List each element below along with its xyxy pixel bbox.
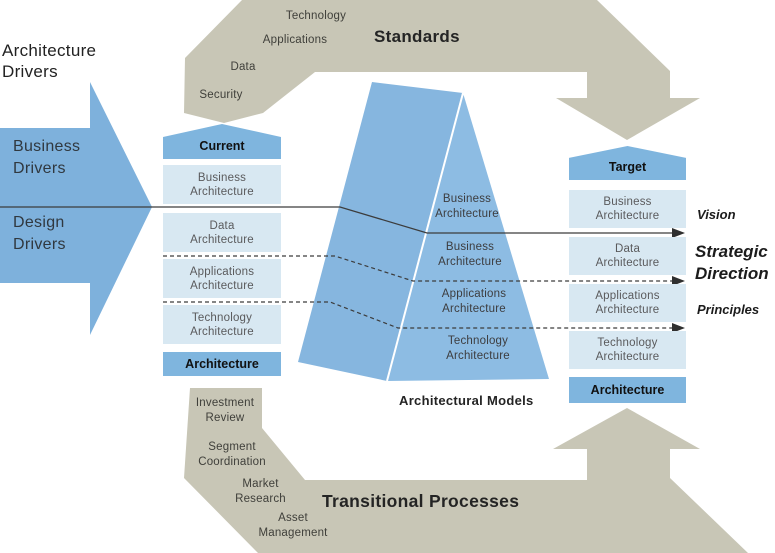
level-line-solid (0, 206, 673, 234)
transitional-arrow-shape (184, 388, 748, 553)
target-row-data-label: Data Architecture (595, 243, 660, 269)
target-row-business-label: Business Architecture (595, 196, 660, 222)
current-row-business: Business Architecture (163, 165, 281, 204)
level-line-dashed-2 (163, 301, 673, 329)
transitional-item-investment-review: Investment Review (195, 397, 255, 424)
current-row-data-label: Data Architecture (190, 219, 254, 246)
target-column-footer: Architecture (569, 377, 686, 403)
architectural-models-title: Architectural Models (399, 393, 534, 408)
current-row-data: Data Architecture (163, 213, 281, 252)
model-row-business-2: Business Architecture (428, 240, 512, 269)
model-row-applications-label: Applications Architecture (441, 288, 507, 315)
model-row-business-1-label: Business Architecture (435, 193, 499, 220)
target-row-applications-label: Applications Architecture (595, 290, 660, 316)
transitional-processes-title: Transitional Processes (322, 491, 520, 511)
level-line-dashed-1-arrowhead (672, 276, 685, 286)
architecture-drivers-label: Architecture Drivers (2, 41, 97, 81)
current-row-business-label: Business Architecture (190, 171, 254, 198)
model-prism-ridge (386, 92, 464, 382)
standards-title: Standards (374, 27, 460, 46)
current-row-applications: Applications Architecture (163, 259, 281, 298)
current-row-technology-label: Technology Architecture (190, 311, 254, 338)
model-prism-left-face (298, 82, 463, 381)
transitional-item-market-research: Market Research (235, 478, 286, 505)
model-prism-right-face (387, 93, 549, 381)
level-line-solid-arrowhead (672, 228, 685, 238)
standards-item-applications: Applications (262, 34, 328, 46)
current-row-applications-label: Applications Architecture (189, 265, 255, 292)
model-row-technology-label: Technology Architecture (446, 335, 510, 362)
standards-arrow-shape (184, 0, 700, 140)
business-drivers-label: Business Drivers (13, 138, 81, 177)
strategic-direction-label: Strategic Direction (695, 242, 769, 283)
level-line-dashed-2-arrowhead (672, 323, 685, 333)
model-row-applications: Applications Architecture (432, 287, 516, 316)
model-row-business-1: Business Architecture (425, 192, 509, 221)
level-line-dashed-1 (163, 255, 673, 282)
standards-item-technology: Technology (285, 10, 347, 22)
principles-label: Principles (697, 302, 760, 317)
design-drivers-label: Design Drivers (13, 214, 66, 253)
drivers-arrow-shape (0, 82, 152, 335)
target-row-data: Data Architecture (569, 237, 686, 275)
current-row-technology: Technology Architecture (163, 305, 281, 344)
transitional-item-asset-management: Asset Management (258, 512, 328, 539)
model-row-technology: Technology Architecture (436, 334, 520, 363)
vision-label: Vision (697, 207, 736, 222)
standards-item-data: Data (230, 61, 256, 73)
target-row-technology-label: Technology Architecture (595, 337, 660, 363)
current-column-footer: Architecture (163, 352, 281, 376)
target-row-business: Business Architecture (569, 190, 686, 228)
target-row-technology: Technology Architecture (569, 331, 686, 369)
standards-item-security: Security (199, 89, 243, 101)
model-row-business-2-label: Business Architecture (438, 241, 502, 268)
target-row-applications: Applications Architecture (569, 284, 686, 322)
transitional-item-segment-coordination: Segment Coordination (198, 441, 266, 468)
